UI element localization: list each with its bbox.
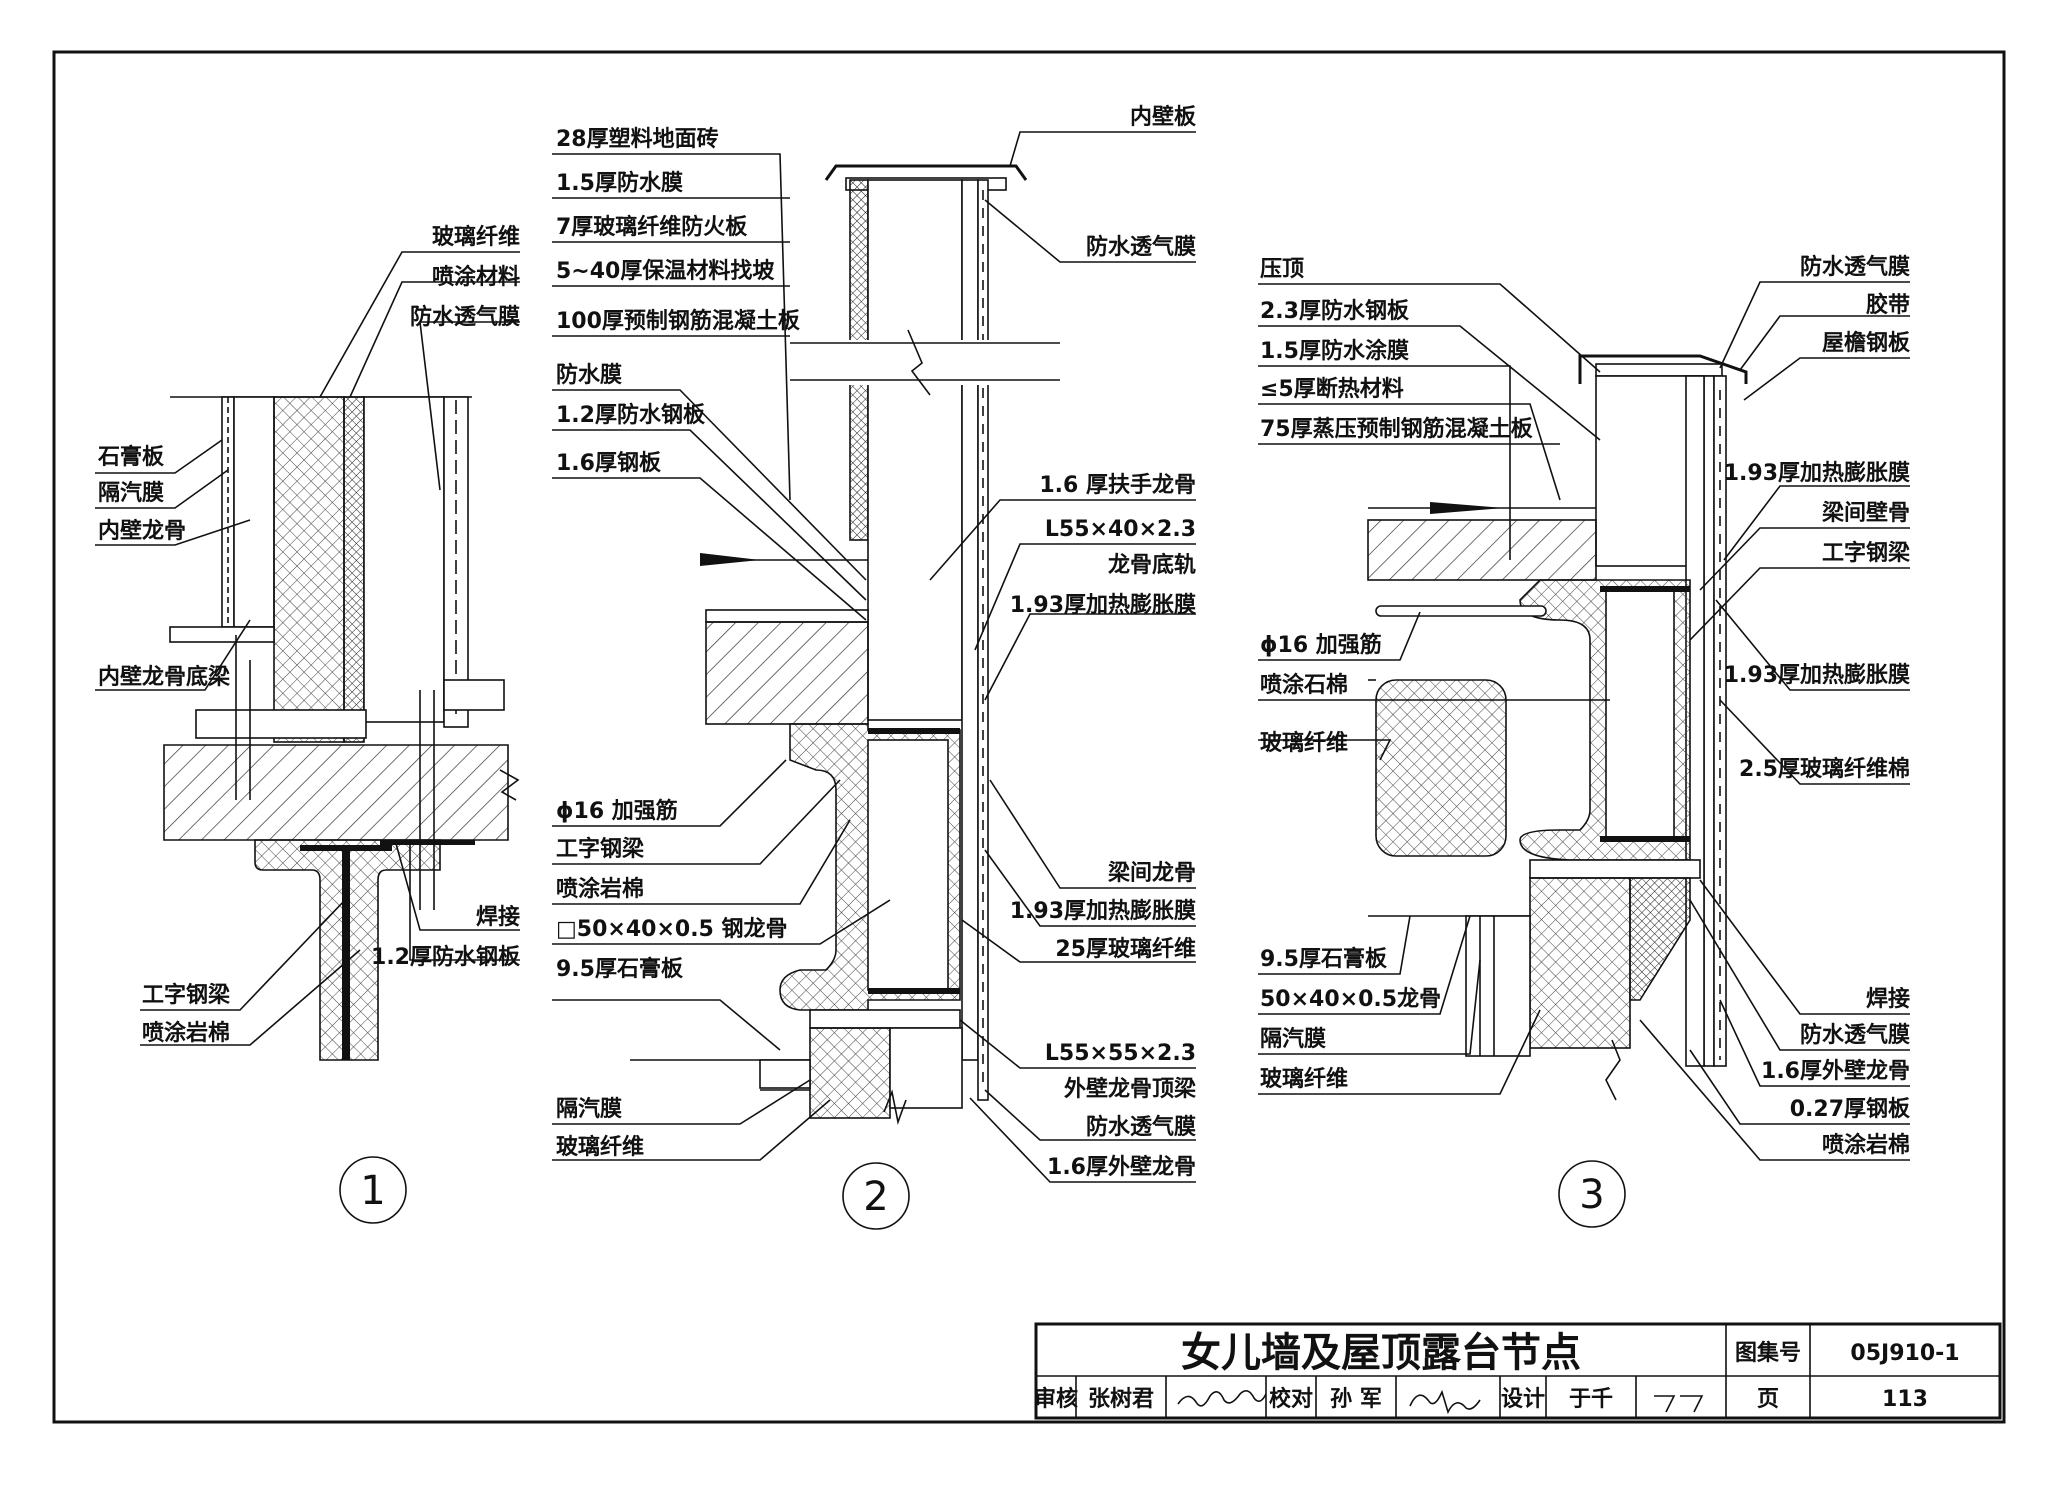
title-block — [1034, 1322, 2002, 1420]
page-number: 113 — [1882, 1387, 1928, 1412]
label-spray-material: 喷涂材料 — [432, 264, 520, 290]
detail-1-labels: 玻璃纤维 喷涂材料 防水透气膜 石膏板 隔汽膜 内壁龙骨 内壁龙骨底梁 焊接 1… — [97, 224, 521, 1046]
label-spray-rockwool: 喷涂岩棉 — [556, 876, 644, 902]
checker-name: 孙 军 — [1330, 1387, 1382, 1412]
label-fire-board: 7厚玻璃纤维防火板 — [556, 214, 748, 240]
detail-1-marker — [339, 1156, 407, 1224]
checker-signature — [1409, 1389, 1481, 1415]
label-steel-027: 0.27厚钢板 — [1790, 1096, 1911, 1122]
label-rebar: ϕ16 加强筋 — [556, 798, 678, 824]
label-angle-55-40: L55×40×2.3 — [1045, 517, 1196, 542]
label-angle-55-55: L55×55×2.3 — [1045, 1041, 1196, 1066]
label-insulation-slope: 5~40厚保温材料找坡 — [556, 259, 774, 284]
label-inner-panel: 内壁板 — [1130, 104, 1197, 130]
designer-name: 于千 — [1569, 1387, 1613, 1412]
label-wp-steel-23: 2.3厚防水钢板 — [1260, 298, 1410, 324]
atlas-number: 05J910-1 — [1850, 1341, 1959, 1366]
label-glass-fiber: 玻璃纤维 — [1260, 730, 1348, 756]
label-welding: 焊接 — [1866, 987, 1910, 1012]
label-heat-film-1: 1.93厚加热膨胀膜 — [1724, 460, 1910, 486]
detail-3-leaders — [1258, 281, 1910, 1161]
label-rail-stud: 1.6 厚扶手龙骨 — [1039, 473, 1196, 498]
label-breathable-top: 防水透气膜 — [1800, 254, 1910, 280]
label-vapor-barrier: 隔汽膜 — [1260, 1026, 1326, 1052]
label-heat-film-2: 1.93厚加热膨胀膜 — [1010, 898, 1196, 924]
label-wp-membrane: 防水膜 — [556, 363, 622, 388]
detail-2-leaders — [552, 131, 1196, 1183]
label-spray-rockwool: 喷涂岩棉 — [142, 1020, 230, 1046]
label-steel-16: 1.6厚钢板 — [556, 450, 662, 476]
label-vapor-barrier: 隔汽膜 — [556, 1096, 622, 1122]
label-membrane-15: 1.5厚防水膜 — [556, 171, 683, 196]
page-label: 页 — [1757, 1387, 1779, 1412]
label-outer-top-beam: 外壁龙骨顶梁 — [1064, 1076, 1196, 1102]
label-wp-coating: 1.5厚防水涂膜 — [1260, 338, 1409, 364]
detail-2-marker — [842, 1162, 910, 1230]
detail-2-labels: 28厚塑料地面砖 1.5厚防水膜 7厚玻璃纤维防火板 5~40厚保温材料找坡 1… — [556, 104, 1197, 1180]
label-gypsum-95: 9.5厚石膏板 — [556, 956, 684, 982]
detail-3-number: 3 — [1579, 1172, 1604, 1218]
drawing-title: 女儿墙及屋顶露台节点 — [1181, 1330, 1581, 1376]
label-precast-slab: 100厚预制钢筋混凝土板 — [556, 308, 801, 334]
label-stud-50: 50×40×0.5龙骨 — [1260, 987, 1441, 1012]
designer-signature — [1654, 1395, 1704, 1413]
label-gypsum-board: 石膏板 — [97, 444, 165, 470]
label-coping: 压顶 — [1260, 257, 1304, 282]
label-stud-track: 龙骨底轨 — [1108, 552, 1196, 578]
label-rebar: ϕ16 加强筋 — [1260, 632, 1382, 658]
check-label: 校对 — [1269, 1386, 1313, 1412]
detail-1-number: 1 — [360, 1168, 385, 1214]
detail-3-marker — [1558, 1160, 1626, 1228]
detail-2-number: 2 — [863, 1174, 888, 1220]
label-outer-stud: 1.6厚外壁龙骨 — [1047, 1154, 1196, 1180]
label-i-beam: 工字钢梁 — [142, 982, 230, 1008]
label-welding: 焊接 — [476, 905, 520, 930]
label-wp-steel-12: 1.2厚防水钢板 — [556, 402, 706, 428]
label-vapor-barrier: 隔汽膜 — [98, 480, 164, 506]
atlas-number-label: 图集号 — [1735, 1340, 1801, 1366]
reviewer-name: 张树君 — [1088, 1386, 1154, 1412]
sheet-border — [52, 50, 2006, 1424]
label-i-beam: 工字钢梁 — [556, 836, 644, 862]
label-breathable-membrane: 防水透气膜 — [410, 304, 520, 330]
design-label: 设计 — [1501, 1387, 1545, 1412]
label-glass-fiber: 玻璃纤维 — [432, 224, 520, 250]
reviewer-signature — [1177, 1390, 1267, 1407]
detail-1-leaders — [95, 251, 520, 1046]
label-heat-film-1: 1.93厚加热膨胀膜 — [1010, 592, 1196, 618]
label-heat-film-2: 1.93厚加热膨胀膜 — [1724, 662, 1910, 688]
detail-3 — [1367, 354, 1748, 1101]
detail-1 — [163, 396, 520, 1061]
label-inner-stud-sill: 内壁龙骨底梁 — [98, 664, 230, 690]
label-i-beam: 工字钢梁 — [1822, 540, 1910, 566]
label-alc-slab: 75厚蒸压预制钢筋混凝土板 — [1260, 416, 1534, 442]
label-spray-asbestos: 喷涂石棉 — [1260, 672, 1348, 698]
label-inner-stud: 内壁龙骨 — [98, 518, 186, 544]
label-girt: 梁间壁骨 — [1821, 500, 1910, 526]
label-spray-rockwool: 喷涂岩棉 — [1822, 1132, 1910, 1158]
label-breathable-bottom: 防水透气膜 — [1800, 1022, 1910, 1048]
label-gypsum-95: 9.5厚石膏板 — [1260, 946, 1388, 972]
label-steel-stud: □50×40×0.5 钢龙骨 — [556, 916, 788, 942]
label-eave-steel: 屋檐钢板 — [1822, 330, 1911, 356]
label-girt: 梁间龙骨 — [1107, 861, 1196, 886]
detail-2 — [630, 164, 1060, 1125]
label-breathable-bottom: 防水透气膜 — [1086, 1114, 1196, 1140]
review-label: 审核 — [1034, 1386, 1078, 1412]
label-glass-fiber-25: 25厚玻璃纤维 — [1055, 936, 1196, 962]
label-tape: 胶带 — [1866, 292, 1910, 318]
label-insulation-5: ≤5厚断热材料 — [1260, 376, 1404, 402]
label-glass-fiber: 玻璃纤维 — [556, 1134, 644, 1160]
label-glass-fiber-2: 玻璃纤维 — [1260, 1066, 1348, 1092]
label-plastic-tile: 28厚塑料地面砖 — [556, 126, 719, 152]
label-breathable-top: 防水透气膜 — [1086, 234, 1196, 260]
label-waterproof-steel: 1.2厚防水钢板 — [371, 944, 521, 970]
detail-3-labels: 压顶 2.3厚防水钢板 1.5厚防水涂膜 ≤5厚断热材料 75厚蒸压预制钢筋混凝… — [1260, 254, 1911, 1158]
label-glass-wool: 2.5厚玻璃纤维棉 — [1739, 756, 1910, 782]
label-outer-stud: 1.6厚外壁龙骨 — [1761, 1058, 1910, 1084]
